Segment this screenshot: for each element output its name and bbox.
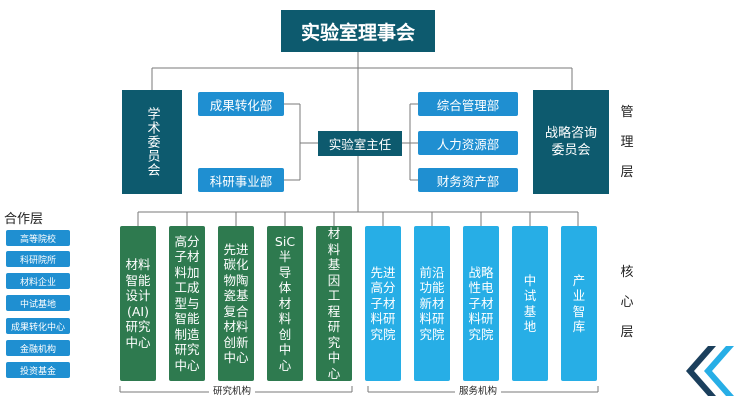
- research-institutions-label: 研究机构: [209, 386, 256, 398]
- partner-financial-institutions: 金融机构: [6, 340, 70, 356]
- research-center-ai: 材料 智能 设计 (AI) 研究 中心: [120, 226, 156, 381]
- director-box: 实验室主任: [318, 131, 402, 156]
- partner-transfer-center: 成果转化中心: [6, 318, 70, 334]
- partner-research-institutes: 科研院所: [6, 251, 70, 267]
- council-box: 实验室理事会: [281, 10, 435, 52]
- strategy-committee-box: 战略咨询委员会: [533, 90, 609, 194]
- service-industry-think-tank: 产 业 智 库: [561, 226, 597, 381]
- dept-achievement-transfer: 成果转化部: [198, 92, 284, 116]
- partner-pilot-base: 中试基地: [6, 295, 70, 311]
- double-chevron-left-icon: [686, 346, 734, 396]
- dept-research-affairs: 科研事业部: [198, 168, 284, 192]
- service-pilot-base: 中 试 基 地: [512, 226, 548, 381]
- management-layer-label: 管 理 层: [620, 105, 634, 180]
- dept-general-management: 综合管理部: [418, 92, 518, 116]
- partner-investment-funds: 投资基金: [6, 362, 70, 378]
- academic-committee-box: 学术委员会: [122, 90, 182, 194]
- core-layer-label: 核 心 层: [620, 265, 634, 340]
- dept-human-resources: 人力资源部: [418, 131, 518, 155]
- partner-universities: 高等院校: [6, 230, 70, 246]
- research-center-sic: SiC 半 导 体 材 料 创 中 心: [267, 226, 303, 381]
- cooperation-layer-label: 合作层: [4, 212, 44, 227]
- research-center-material-genome: 材 料 基 因 工 程 研 究 中 心: [316, 226, 352, 381]
- research-center-polymer-processing: 高分 子材 料加 工成 型与 智能 制造 研究 中心: [169, 226, 205, 381]
- service-frontier-materials-institute: 前沿 功能 新材 料研 究院: [414, 226, 450, 381]
- service-institutions-label: 服务机构: [455, 386, 502, 398]
- research-center-carbide-ceramics: 先进 碳化 物陶 瓷基 复合 材料 创新 中心: [218, 226, 254, 381]
- partner-material-enterprises: 材料企业: [6, 273, 70, 289]
- service-advanced-polymer-institute: 先进 高分 子材 料研 究院: [365, 226, 401, 381]
- service-electronic-materials-institute: 战略 性电 子材 料研 究院: [463, 226, 499, 381]
- dept-finance-assets: 财务资产部: [418, 168, 518, 192]
